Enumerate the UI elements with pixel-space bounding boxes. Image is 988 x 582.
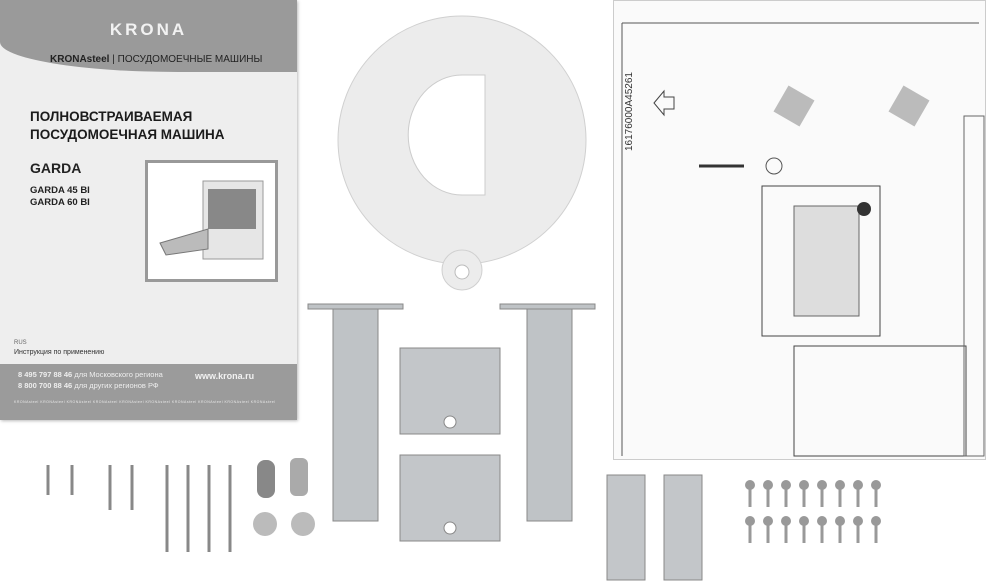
model-2: GARDA 60 BI <box>30 197 90 208</box>
screw-shaft <box>748 525 752 543</box>
screw-shaft <box>856 489 860 507</box>
short-screws <box>745 480 881 543</box>
screw-head <box>853 516 863 526</box>
plastic-plugs <box>253 458 315 536</box>
manual-footer-band <box>0 364 297 420</box>
screw-head <box>853 480 863 490</box>
screw-head <box>781 480 791 490</box>
screw-head <box>763 480 773 490</box>
dishwasher-icon <box>159 180 264 260</box>
manual-title: ПОЛНОВСТРАИВАЕМАЯ ПОСУДОМОЕЧНАЯ МАШИНА <box>30 108 225 144</box>
installation-sheet: 16176000A45261 <box>613 0 986 460</box>
instruction-manual: KRONA KRONAsteel | ПОСУДОМОЕЧНЫЕ МАШИНЫ … <box>0 0 297 420</box>
screw-head <box>745 480 755 490</box>
screw-shaft <box>856 525 860 543</box>
phone-moscow: 8 495 797 88 46 для Московского региона <box>18 370 163 379</box>
website: www.krona.ru <box>195 371 255 381</box>
krona-logo: KRONA <box>109 20 188 39</box>
manual-series: KRONAsteel | ПОСУДОМОЕЧНЫЕ МАШИНЫ <box>50 54 262 65</box>
slotted-bracket-right <box>499 303 596 522</box>
phone-russia: 8 800 700 88 46 для других регионов РФ <box>18 381 159 390</box>
slotted-bracket-left <box>307 303 404 522</box>
screw-shaft <box>766 525 770 543</box>
screw-shaft <box>874 525 878 543</box>
screw-shaft <box>820 489 824 507</box>
manual-subtitle: Инструкция по применению <box>14 349 105 356</box>
screw-shaft <box>820 525 824 543</box>
screw-head <box>835 516 845 526</box>
manual-header-band <box>0 0 297 72</box>
screw-head <box>871 516 881 526</box>
dishwasher-photo <box>145 160 278 282</box>
mounting-disc <box>337 15 587 291</box>
long-screws <box>46 465 232 552</box>
screw-head <box>745 516 755 526</box>
footer-strip: KRONAsteel KRONAsteel KRONAsteel KRONAst… <box>14 400 276 404</box>
screw-shaft <box>838 525 842 543</box>
screw-head <box>871 480 881 490</box>
model-1: GARDA 45 BI <box>30 185 90 196</box>
screw-shaft <box>784 525 788 543</box>
screw-head <box>835 480 845 490</box>
screw-head <box>763 516 773 526</box>
model-family: GARDA <box>30 160 82 176</box>
screw-shaft <box>766 489 770 507</box>
small-brackets <box>606 474 703 581</box>
screw-shaft <box>838 489 842 507</box>
language-label: RUS <box>14 340 27 346</box>
screw-shaft <box>802 489 806 507</box>
title-line-2: ПОСУДОМОЕЧНАЯ МАШИНА <box>30 127 225 142</box>
screw-shaft <box>784 489 788 507</box>
screw-head <box>799 480 809 490</box>
series-separator: | <box>112 54 115 65</box>
screw-head <box>799 516 809 526</box>
screw-shaft <box>802 525 806 543</box>
series-text: ПОСУДОМОЕЧНЫЕ МАШИНЫ <box>117 54 263 65</box>
hinge-plate-top <box>399 347 501 435</box>
screw-head <box>817 516 827 526</box>
hinge-plate-bottom <box>399 454 501 542</box>
screw-head <box>781 516 791 526</box>
installation-diagrams <box>621 22 985 457</box>
screw-shaft <box>874 489 878 507</box>
title-line-1: ПОЛНОВСТРАИВАЕМАЯ <box>30 109 193 124</box>
series-brand: KRONAsteel <box>50 54 110 65</box>
screw-head <box>817 480 827 490</box>
screw-shaft <box>748 489 752 507</box>
arrow-icon <box>653 89 675 117</box>
